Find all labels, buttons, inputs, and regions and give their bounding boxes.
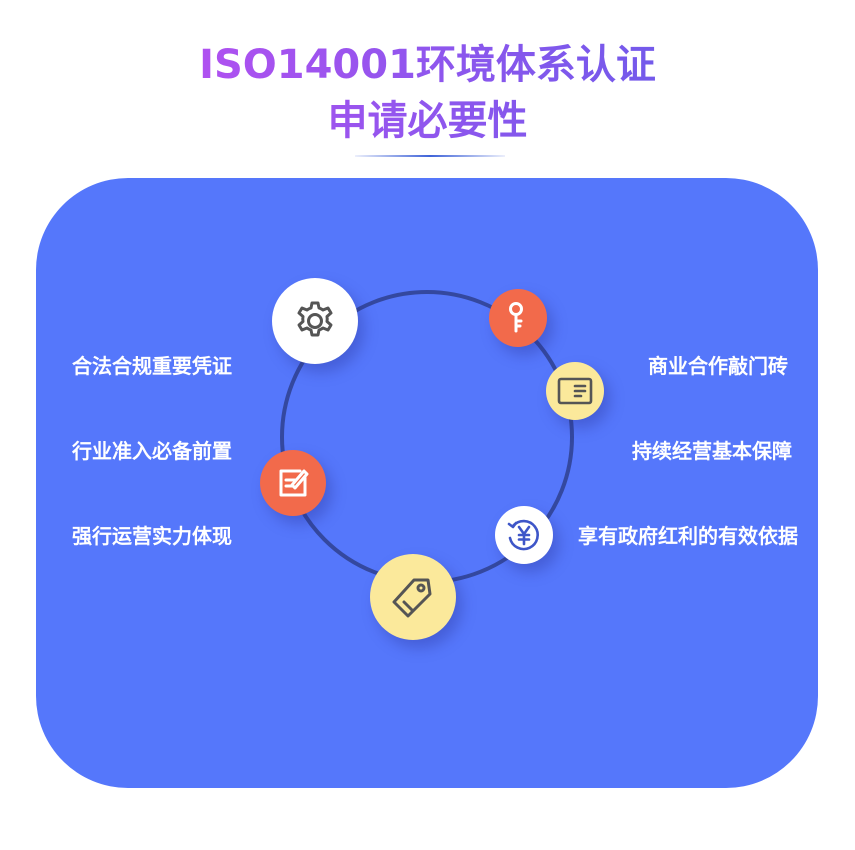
card-node xyxy=(546,362,604,420)
key-icon xyxy=(509,302,523,333)
left-item-strength: 强行运营实力体现 xyxy=(72,524,232,548)
page-title: ISO14001环境体系认证 xyxy=(0,40,855,90)
key-node xyxy=(489,289,547,347)
left-item-access: 行业准入必备前置 xyxy=(72,439,232,463)
edit-icon xyxy=(279,469,309,497)
tag-node xyxy=(370,554,456,640)
tag-icon xyxy=(392,578,432,618)
gear-icon xyxy=(297,301,333,337)
left-item-legal: 合法合规重要凭证 xyxy=(72,354,232,378)
yen-node xyxy=(495,506,553,564)
card-icon xyxy=(557,377,593,405)
right-item-operation: 持续经营基本保障 xyxy=(632,439,792,463)
gear-node xyxy=(272,278,358,364)
title-divider xyxy=(355,155,505,157)
right-item-government: 享有政府红利的有效依据 xyxy=(578,524,798,548)
yen-icon xyxy=(507,519,539,551)
page-subtitle: 申请必要性 xyxy=(0,96,855,146)
right-item-cooperation: 商业合作敲门砖 xyxy=(648,354,788,378)
edit-node xyxy=(260,450,326,516)
